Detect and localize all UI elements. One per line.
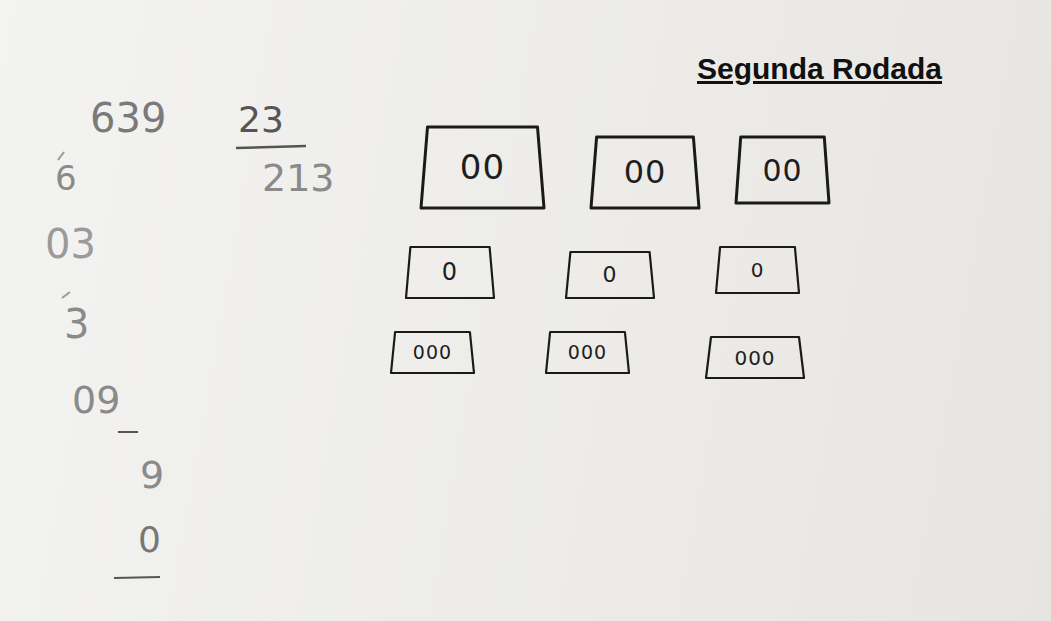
box-text-holder: 000 [413, 342, 452, 363]
box-count: 00 [762, 154, 802, 187]
handwritten-number: 09 [72, 380, 120, 422]
box-text-holder: 00 [460, 149, 505, 186]
trapezoid-outline [736, 137, 829, 203]
box-count: 000 [734, 347, 775, 369]
box-count: 0 [603, 263, 618, 287]
trapezoid-outline [591, 137, 699, 208]
divisor-line [236, 146, 306, 148]
box-count: 000 [568, 342, 607, 363]
handwritten-number: 23 [238, 100, 284, 140]
box-text-holder: 00 [762, 154, 802, 187]
trapezoid-outline [706, 337, 804, 378]
handwritten-number: 639 [90, 96, 166, 140]
box-text-holder: 00 [624, 155, 667, 190]
handwritten-number: 6 [55, 160, 77, 197]
box-text-holder: 000 [568, 342, 607, 363]
counter-box: 000 [705, 335, 805, 380]
handwritten-number: 213 [262, 158, 335, 200]
counter-box: 00 [590, 135, 700, 210]
box-count: 000 [413, 342, 452, 363]
subtraction-line [114, 577, 160, 578]
handwritten-number: 3 [64, 302, 89, 346]
trapezoid-outline [716, 247, 799, 293]
trapezoid-outline [391, 332, 474, 373]
page-title: Segunda Rodada [697, 52, 942, 85]
trapezoid-outline [421, 127, 544, 208]
box-count: 0 [442, 259, 458, 285]
box-count: 0 [751, 259, 765, 281]
handwritten-number: 03 [45, 222, 96, 266]
counter-box: 0 [405, 245, 495, 300]
counter-box: 000 [545, 330, 630, 375]
box-count: 00 [624, 155, 667, 190]
box-text-holder: 000 [734, 347, 775, 369]
counter-box: 00 [420, 125, 545, 210]
counter-box: 00 [735, 135, 830, 205]
trapezoid-outline [546, 332, 629, 373]
box-count: 00 [460, 149, 505, 186]
tick-mark [58, 152, 64, 160]
handwritten-number: 9 [140, 455, 164, 497]
box-text-holder: 0 [442, 259, 458, 285]
trapezoid-outline [406, 247, 494, 298]
tick-mark [62, 292, 70, 298]
box-text-holder: 0 [751, 259, 765, 281]
counter-box: 0 [565, 250, 655, 300]
trapezoid-outline [566, 252, 654, 298]
subtraction-line [118, 431, 138, 433]
handwritten-number: 0 [138, 520, 161, 560]
counter-box: 000 [390, 330, 475, 375]
box-text-holder: 0 [603, 263, 618, 287]
counter-box: 0 [715, 245, 800, 295]
